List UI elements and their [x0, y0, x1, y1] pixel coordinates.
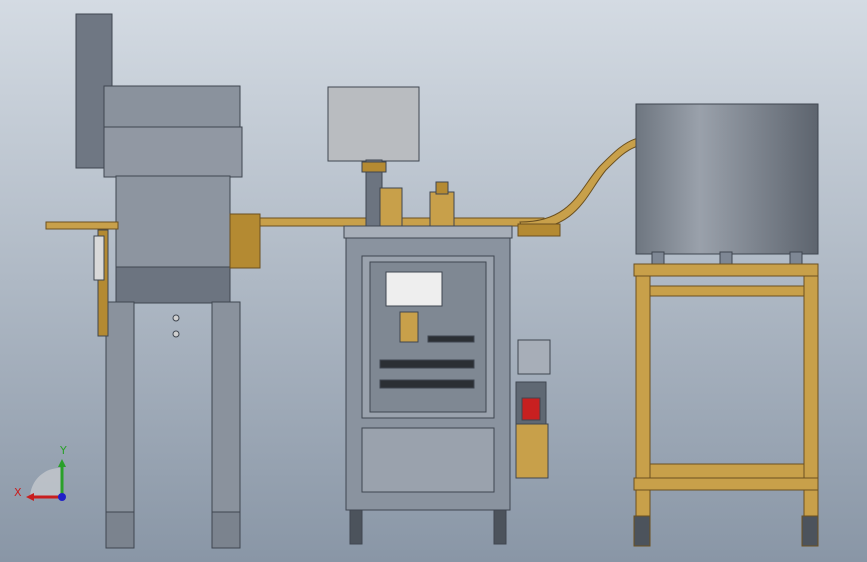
feeder-upper-housing — [103, 85, 241, 129]
feeder-spring-rod — [93, 235, 105, 281]
cabinet-leveling-foot — [349, 509, 363, 545]
feeder-leg-right — [211, 301, 241, 549]
support-frame[interactable] — [633, 263, 819, 547]
pneumatic-valve-group[interactable] — [515, 339, 551, 479]
vibratory-feeder-left[interactable] — [75, 13, 243, 549]
rail-left-stub — [45, 221, 119, 230]
press-collar — [361, 161, 387, 173]
feeder-mid-housing — [103, 126, 243, 178]
y-axis-arrowhead — [58, 459, 66, 467]
frame-leveling-foot — [801, 515, 819, 547]
cabinet-display — [385, 271, 443, 307]
hopper-bowl[interactable] — [635, 103, 819, 267]
press-motor-box — [327, 86, 420, 162]
bowl-drum — [635, 103, 819, 255]
frame-mid-rail — [649, 463, 805, 479]
filter-bowl — [515, 423, 549, 479]
z-axis-marker — [58, 493, 66, 501]
cabinet-terminal-strip — [427, 335, 475, 343]
feeder-bolt — [172, 314, 180, 322]
x-axis-label: X — [14, 486, 22, 499]
cabinet-terminal-strip — [379, 359, 475, 369]
frame-inner-rail — [649, 285, 805, 297]
cabinet-leveling-foot — [493, 509, 507, 545]
press-cylinder-cap — [435, 181, 449, 195]
x-axis-arrowhead — [26, 493, 34, 501]
feeder-body — [115, 175, 231, 269]
valve-manifold — [517, 339, 551, 375]
control-cabinet[interactable] — [343, 225, 513, 545]
press-unit[interactable] — [327, 86, 455, 229]
coordinate-triad: X Y — [14, 444, 67, 501]
frame-leveling-foot — [633, 515, 651, 547]
rail-end-block — [517, 223, 561, 237]
regulator-knob — [521, 397, 541, 421]
feeder-side-plate — [97, 229, 109, 337]
cabinet-terminal-strip — [379, 379, 475, 389]
feeder-leg-left — [105, 301, 135, 549]
triad-base-arc — [29, 467, 63, 498]
y-axis-label: Y — [59, 444, 67, 457]
feeder-leg-left-foot — [105, 511, 135, 549]
feeder-leg-right-foot — [211, 511, 241, 549]
cabinet-top-plate — [343, 225, 513, 239]
frame-top-rail — [633, 263, 819, 277]
frame-base-rail — [633, 477, 819, 491]
feeder-base — [115, 266, 231, 304]
press-cylinder-right — [429, 191, 455, 229]
press-cylinder-left — [379, 187, 403, 229]
cabinet-lower-bay — [361, 427, 495, 493]
feeder-bolt — [172, 330, 180, 338]
rail-mount-bracket — [229, 213, 261, 269]
cabinet-terminal-block — [399, 311, 419, 343]
